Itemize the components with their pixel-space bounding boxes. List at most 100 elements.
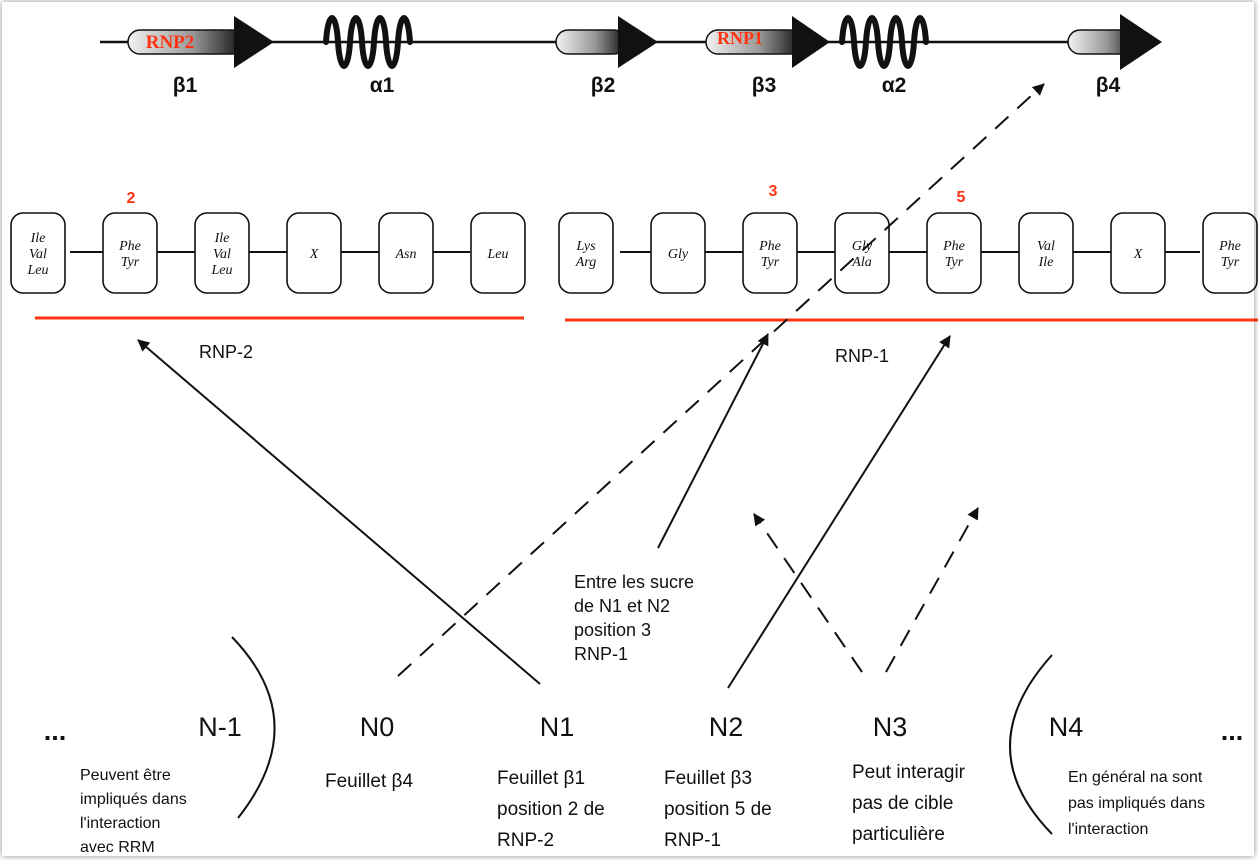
arrow-note-to-rnp1-pos3 [657,333,769,549]
middle-note-line-4: RNP-1 [574,644,628,664]
residue-label: Leu [211,263,233,278]
residue-label: Tyr [121,255,140,270]
residue-label: Phe [1218,239,1241,254]
residue-label: Phe [118,239,141,254]
residue-label: Arg [575,255,596,270]
residue-label: X [1133,247,1143,262]
residue-label: Gly [852,239,873,254]
nucleotide-row: ... N-1 N0 N1 N2 N3 N4 ... [44,712,1244,746]
residue-label: Asn [395,247,417,262]
label-alpha1: α1 [370,74,395,97]
svg-text:position 5 de: position 5 de [664,799,772,820]
ellipsis-left: ... [44,716,67,746]
residue-label: Phe [758,239,781,254]
svg-text:l'interaction: l'interaction [1068,821,1148,838]
interaction-arrows [137,83,1045,689]
svg-text:pas impliqués dans: pas impliqués dans [1068,795,1205,812]
rnp2-tag: RNP2 [146,32,195,53]
residue-label: Tyr [945,255,964,270]
position-number-rnp2: 2 [127,190,136,207]
label-alpha2: α2 [882,74,907,97]
alpha1-helix [323,15,413,69]
residue-label: Phe [942,239,965,254]
dashed-arrow-n0-to-beta4 [397,83,1045,677]
residue-label: Tyr [1221,255,1240,270]
svg-text:particulière: particulière [852,824,945,845]
middle-note-line-2: de N1 et N2 [574,596,670,616]
beta4-strand [1067,14,1162,70]
middle-note: Entre les sucre de N1 et N2 position 3 R… [574,572,694,664]
residue-box: Gly [650,212,706,294]
svg-text:avec RRM: avec RRM [80,839,155,856]
svg-text:l'interaction: l'interaction [80,815,160,832]
arrow-n1-to-rnp2 [137,339,541,685]
description-n2: Feuillet β3 position 5 de RNP-1 [664,768,772,851]
svg-text:Peuvent être: Peuvent être [80,767,171,784]
dashed-arrow-n3-left [753,513,863,673]
nucleotide-n-minus-1: N-1 [198,712,242,742]
residue-label: Ala [851,255,871,270]
nucleotide-n0: N0 [360,712,395,742]
middle-note-line-1: Entre les sucre [574,572,694,592]
rnp2-label: RNP-2 [199,342,253,362]
label-beta4: β4 [1096,74,1121,97]
svg-text:Feuillet β4: Feuillet β4 [325,771,413,792]
residue-box: Asn [378,212,434,294]
residue-box: X [1110,212,1166,294]
svg-text:impliqués dans: impliqués dans [80,791,187,808]
residue-label: X [309,247,319,262]
left-bracket [231,636,276,819]
description-n1: Feuillet β1 position 2 de RNP-2 [497,768,605,851]
residue-label: Gly [668,247,689,262]
residue-box: X [286,212,342,294]
residue-label: Val [1037,239,1055,254]
residue-label: Ile [30,231,46,246]
beta3-strand: RNP1 [705,16,830,68]
residue-label: Val [213,247,231,262]
description-n-minus-1: Peuvent être impliqués dans l'interactio… [80,767,187,856]
topology-strip: RNP2 RNP1 β1 α1 β2 β3 α2 β4 [100,14,1162,97]
label-beta1: β1 [173,74,198,97]
dashed-arrow-n3-right [885,507,979,673]
svg-text:En général na sont: En général na sont [1068,769,1203,786]
position-number-rnp1-b: 5 [957,189,966,206]
nucleotide-n4: N4 [1049,712,1084,742]
residue-label: Lys [575,239,596,254]
middle-note-line-3: position 3 [574,620,651,640]
svg-text:Feuillet β3: Feuillet β3 [664,768,752,789]
svg-text:Peut interagir: Peut interagir [852,762,966,783]
residue-box: Leu [470,212,526,294]
right-bracket [1009,654,1053,835]
description-n4: En général na sont pas impliqués dans l'… [1068,769,1205,838]
arrow-n2-to-rnp1-pos5 [727,335,951,689]
residue-label: Leu [27,263,49,278]
svg-text:position 2 de: position 2 de [497,799,605,820]
residue-label: Ile [214,231,230,246]
label-beta2: β2 [591,74,616,97]
residue-label: Ile [1038,255,1054,270]
alpha2-helix [839,15,929,69]
residue-label: Val [29,247,47,262]
nucleotide-n1: N1 [540,712,575,742]
rnp1-tag: RNP1 [717,28,763,48]
svg-text:RNP-2: RNP-2 [497,830,554,851]
rnp1-label: RNP-1 [835,346,889,366]
label-beta3: β3 [752,74,777,97]
description-n0: Feuillet β4 [325,771,413,792]
beta2-strand [555,16,658,68]
residue-label: Leu [487,247,509,262]
beta1-strand: RNP2 [127,16,274,68]
description-n3: Peut interagir pas de cible particulière [852,762,966,845]
position-number-rnp1-a: 3 [769,183,778,200]
